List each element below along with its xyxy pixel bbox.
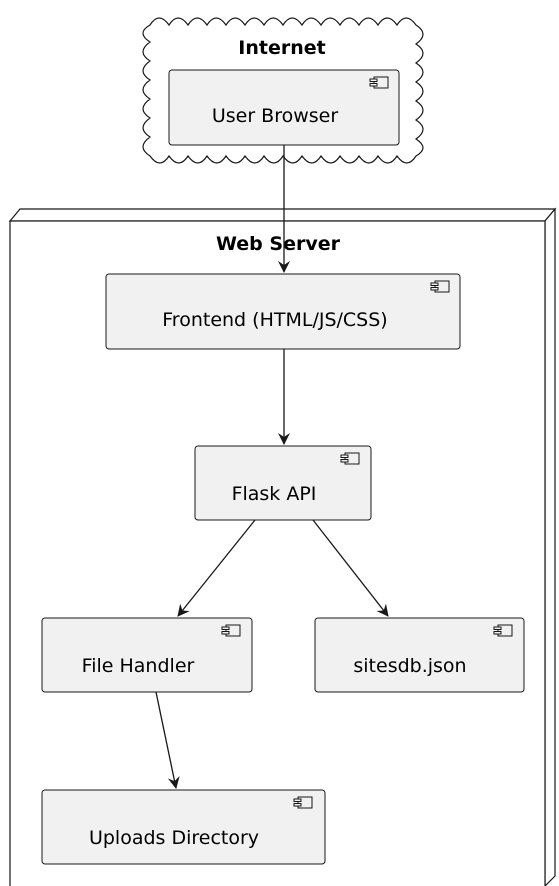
uploads-directory-label: Uploads Directory xyxy=(89,827,259,849)
node-side-face xyxy=(544,207,556,886)
component-user-browser: User Browser xyxy=(168,69,400,146)
component-flask-api: Flask API xyxy=(194,445,372,521)
node-top-face xyxy=(8,208,557,222)
arrow-flask-to-sitesdb xyxy=(312,519,389,617)
component-sitesdb: sitesdb.json xyxy=(314,617,525,693)
sitesdb-label: sitesdb.json xyxy=(353,655,466,677)
flask-api-label: Flask API xyxy=(232,483,317,505)
component-box xyxy=(314,617,525,693)
arrow-flask-to-filehandler xyxy=(177,519,256,617)
component-box xyxy=(168,69,400,146)
component-uploads-directory: Uploads Directory xyxy=(41,789,326,865)
web-server-title: Web Server xyxy=(216,233,341,255)
internet-title: Internet xyxy=(238,37,325,59)
file-handler-label: File Handler xyxy=(82,655,195,677)
component-box xyxy=(105,273,461,350)
component-box xyxy=(41,789,326,865)
component-box xyxy=(41,617,253,693)
component-file-handler: File Handler xyxy=(41,617,253,693)
component-box xyxy=(194,445,372,521)
component-frontend: Frontend (HTML/JS/CSS) xyxy=(105,273,461,350)
user-browser-label: User Browser xyxy=(212,105,339,127)
arrow-filehandler-to-uploads xyxy=(155,691,180,789)
frontend-label: Frontend (HTML/JS/CSS) xyxy=(162,309,387,331)
